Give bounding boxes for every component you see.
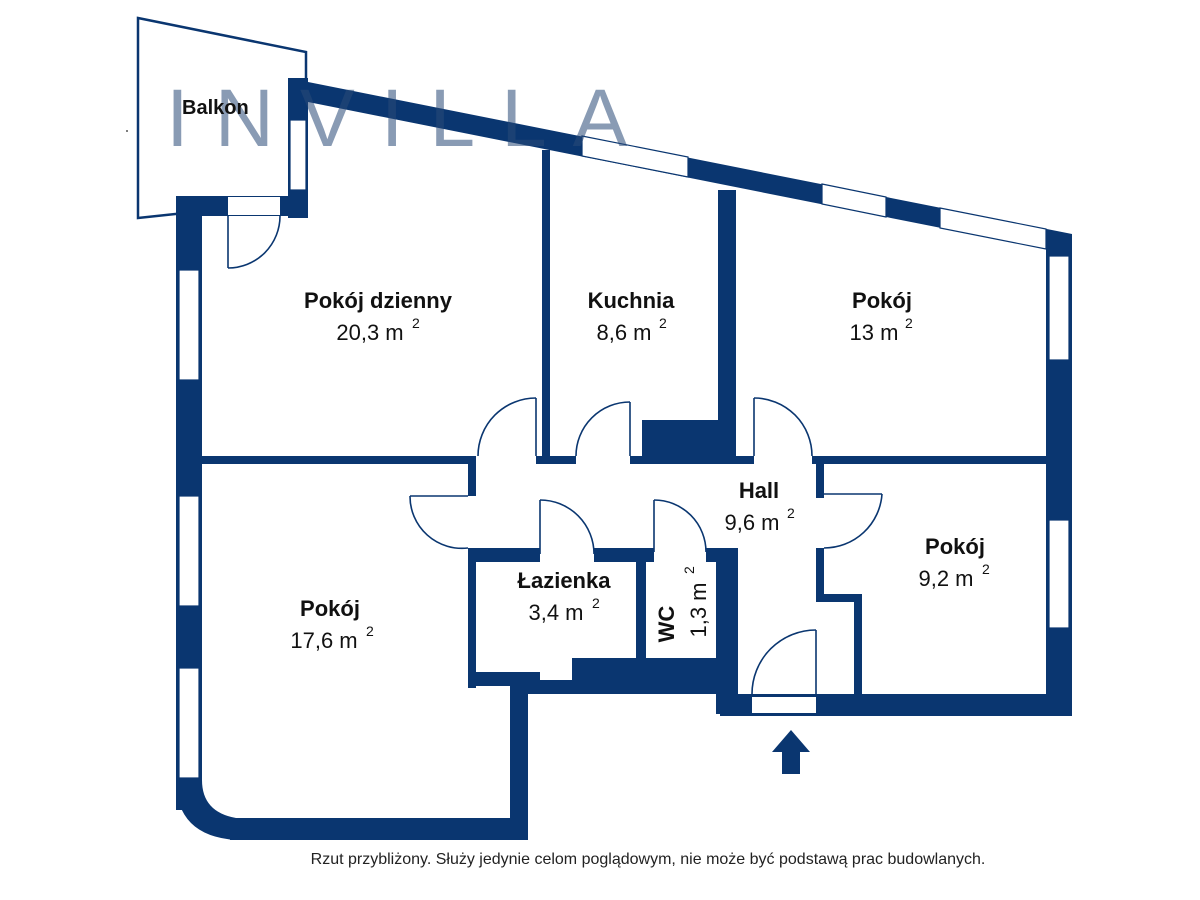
room-name-pokoj-dzienny: Pokój dzienny bbox=[304, 288, 453, 313]
bath-under-wall bbox=[510, 680, 738, 694]
room-9-left-wall-mid bbox=[816, 548, 824, 600]
hall-left-wall-bottom bbox=[468, 548, 476, 688]
room-9-left-wall-top bbox=[816, 456, 824, 498]
window-left-2 bbox=[178, 495, 200, 607]
room-area-exp-pokoj-dzienny: 2 bbox=[412, 315, 420, 331]
door-room-17 bbox=[409, 495, 469, 550]
room-name-kuchnia: Kuchnia bbox=[588, 288, 676, 313]
door-bathroom bbox=[539, 499, 595, 555]
disclaimer: Rzut przybliżony. Służy jedynie celom po… bbox=[311, 851, 986, 868]
door-living bbox=[477, 397, 537, 457]
kitchen-left-wall bbox=[542, 150, 550, 456]
wc-right-wall bbox=[716, 548, 738, 714]
window-top-2 bbox=[821, 183, 887, 218]
hall-top-wall-3 bbox=[812, 456, 1058, 464]
arrow-up-icon bbox=[772, 730, 810, 774]
logo-watermark: INVILLA bbox=[166, 73, 653, 164]
window-left-1 bbox=[178, 269, 200, 381]
room-area-exp-pokoj-17: 2 bbox=[366, 623, 374, 639]
room-name-hall: Hall bbox=[739, 478, 779, 503]
room-area-exp-hall: 2 bbox=[787, 505, 795, 521]
bath-top-wall-1 bbox=[468, 548, 540, 562]
room-name-pokoj-9: Pokój bbox=[925, 534, 985, 559]
room-area-wc: 1,3 m bbox=[686, 582, 711, 637]
window-top-1 bbox=[581, 135, 689, 178]
entrance-door-gap bbox=[752, 697, 816, 713]
room-area-pokoj-13: 13 m bbox=[850, 320, 899, 345]
hall-left-wall-top bbox=[468, 456, 476, 496]
room-name-pokoj-13: Pokój bbox=[852, 288, 912, 313]
door-room-13 bbox=[753, 397, 813, 457]
kitchen-right-wall bbox=[718, 190, 736, 456]
window-right-1 bbox=[1048, 255, 1070, 361]
logo-text: INVILLA bbox=[166, 73, 653, 164]
bottom-left-wall bbox=[230, 818, 528, 840]
window-balcony bbox=[289, 119, 307, 191]
living-bottom-wall bbox=[200, 456, 476, 464]
bottom-left-corner-wall bbox=[176, 780, 236, 840]
room-area-hall: 9,6 m bbox=[724, 510, 779, 535]
kitchen-block bbox=[642, 420, 736, 460]
door-kitchen bbox=[575, 401, 631, 457]
room-name-lazienka: Łazienka bbox=[518, 568, 612, 593]
window-left-3 bbox=[178, 667, 200, 779]
room-area-kuchnia: 8,6 m bbox=[596, 320, 651, 345]
wc-area-group: 1,3 m 2 bbox=[681, 566, 711, 638]
room-area-pokoj-dzienny: 20,3 m bbox=[336, 320, 403, 345]
room-17-right-wall bbox=[510, 680, 528, 840]
room-9-left-wall-bottom bbox=[854, 594, 862, 698]
door-balcony bbox=[227, 215, 281, 269]
room-area-lazienka: 3,4 m bbox=[528, 600, 583, 625]
wc-label-group: WC bbox=[654, 606, 679, 643]
room-area-exp-lazienka: 2 bbox=[592, 595, 600, 611]
room-name-pokoj-17: Pokój bbox=[300, 596, 360, 621]
room-name-balkon: Balkon bbox=[182, 97, 249, 119]
stray-dot bbox=[126, 130, 128, 132]
balcony-door-gap bbox=[228, 197, 280, 215]
room-area-exp-pokoj-9: 2 bbox=[982, 561, 990, 577]
hall-top-wall-1 bbox=[536, 456, 576, 464]
bath-wc-divider bbox=[636, 548, 646, 660]
room-area-pokoj-17: 17,6 m bbox=[290, 628, 357, 653]
hall-top-wall-2 bbox=[630, 456, 754, 464]
room-name-wc: WC bbox=[654, 606, 679, 643]
window-top-3 bbox=[939, 207, 1047, 250]
window-right-2 bbox=[1048, 519, 1070, 629]
room-area-exp-kuchnia: 2 bbox=[659, 315, 667, 331]
door-wc bbox=[653, 499, 707, 553]
door-room-9 bbox=[823, 493, 883, 549]
door-entrance bbox=[751, 629, 817, 695]
room-area-exp-wc: 2 bbox=[681, 566, 697, 574]
room-area-exp-pokoj-13: 2 bbox=[905, 315, 913, 331]
room-area-pokoj-9: 9,2 m bbox=[918, 566, 973, 591]
room-9-step-wall bbox=[816, 594, 862, 602]
